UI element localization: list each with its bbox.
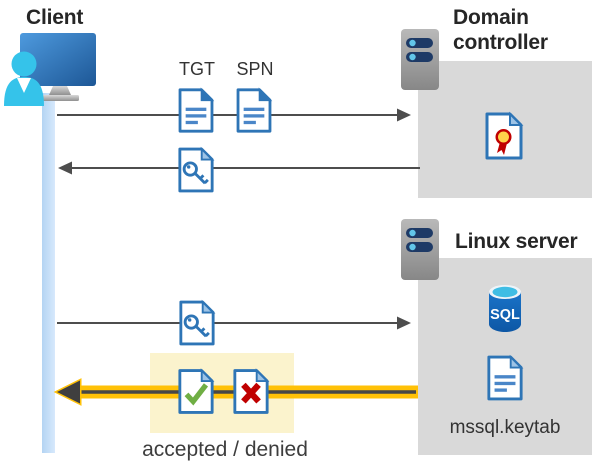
domain-controller-server-icon: [401, 29, 439, 90]
key-document-icon: [177, 146, 215, 194]
arrow-dc-to-client: [58, 161, 420, 175]
sql-database-icon: SQL: [487, 283, 523, 333]
spn-document-icon: [235, 87, 273, 134]
client-timeline-bar: [42, 93, 55, 453]
domain-controller-title: Domain controller: [453, 6, 548, 54]
client-workstation-icon: [1, 30, 101, 106]
linux-server-icon: [401, 219, 439, 280]
client-title: Client: [26, 6, 84, 29]
accepted-document-icon: [177, 367, 215, 416]
keytab-filename-label: mssql.keytab: [449, 417, 561, 438]
accepted-denied-caption: accepted / denied: [142, 438, 308, 461]
linux-server-title: Linux server: [455, 230, 578, 253]
tgt-document-icon: [177, 87, 215, 134]
certificate-document-icon: [484, 108, 524, 164]
arrow-client-to-dc: [57, 108, 411, 122]
tgt-label: TGT: [179, 59, 215, 79]
sql-badge-label: SQL: [490, 307, 520, 323]
denied-document-icon: [232, 367, 270, 416]
spn-label: SPN: [236, 59, 274, 79]
arrow-client-to-linux: [57, 316, 411, 330]
key-document-icon: [178, 299, 216, 347]
keytab-document-icon: [486, 354, 524, 402]
